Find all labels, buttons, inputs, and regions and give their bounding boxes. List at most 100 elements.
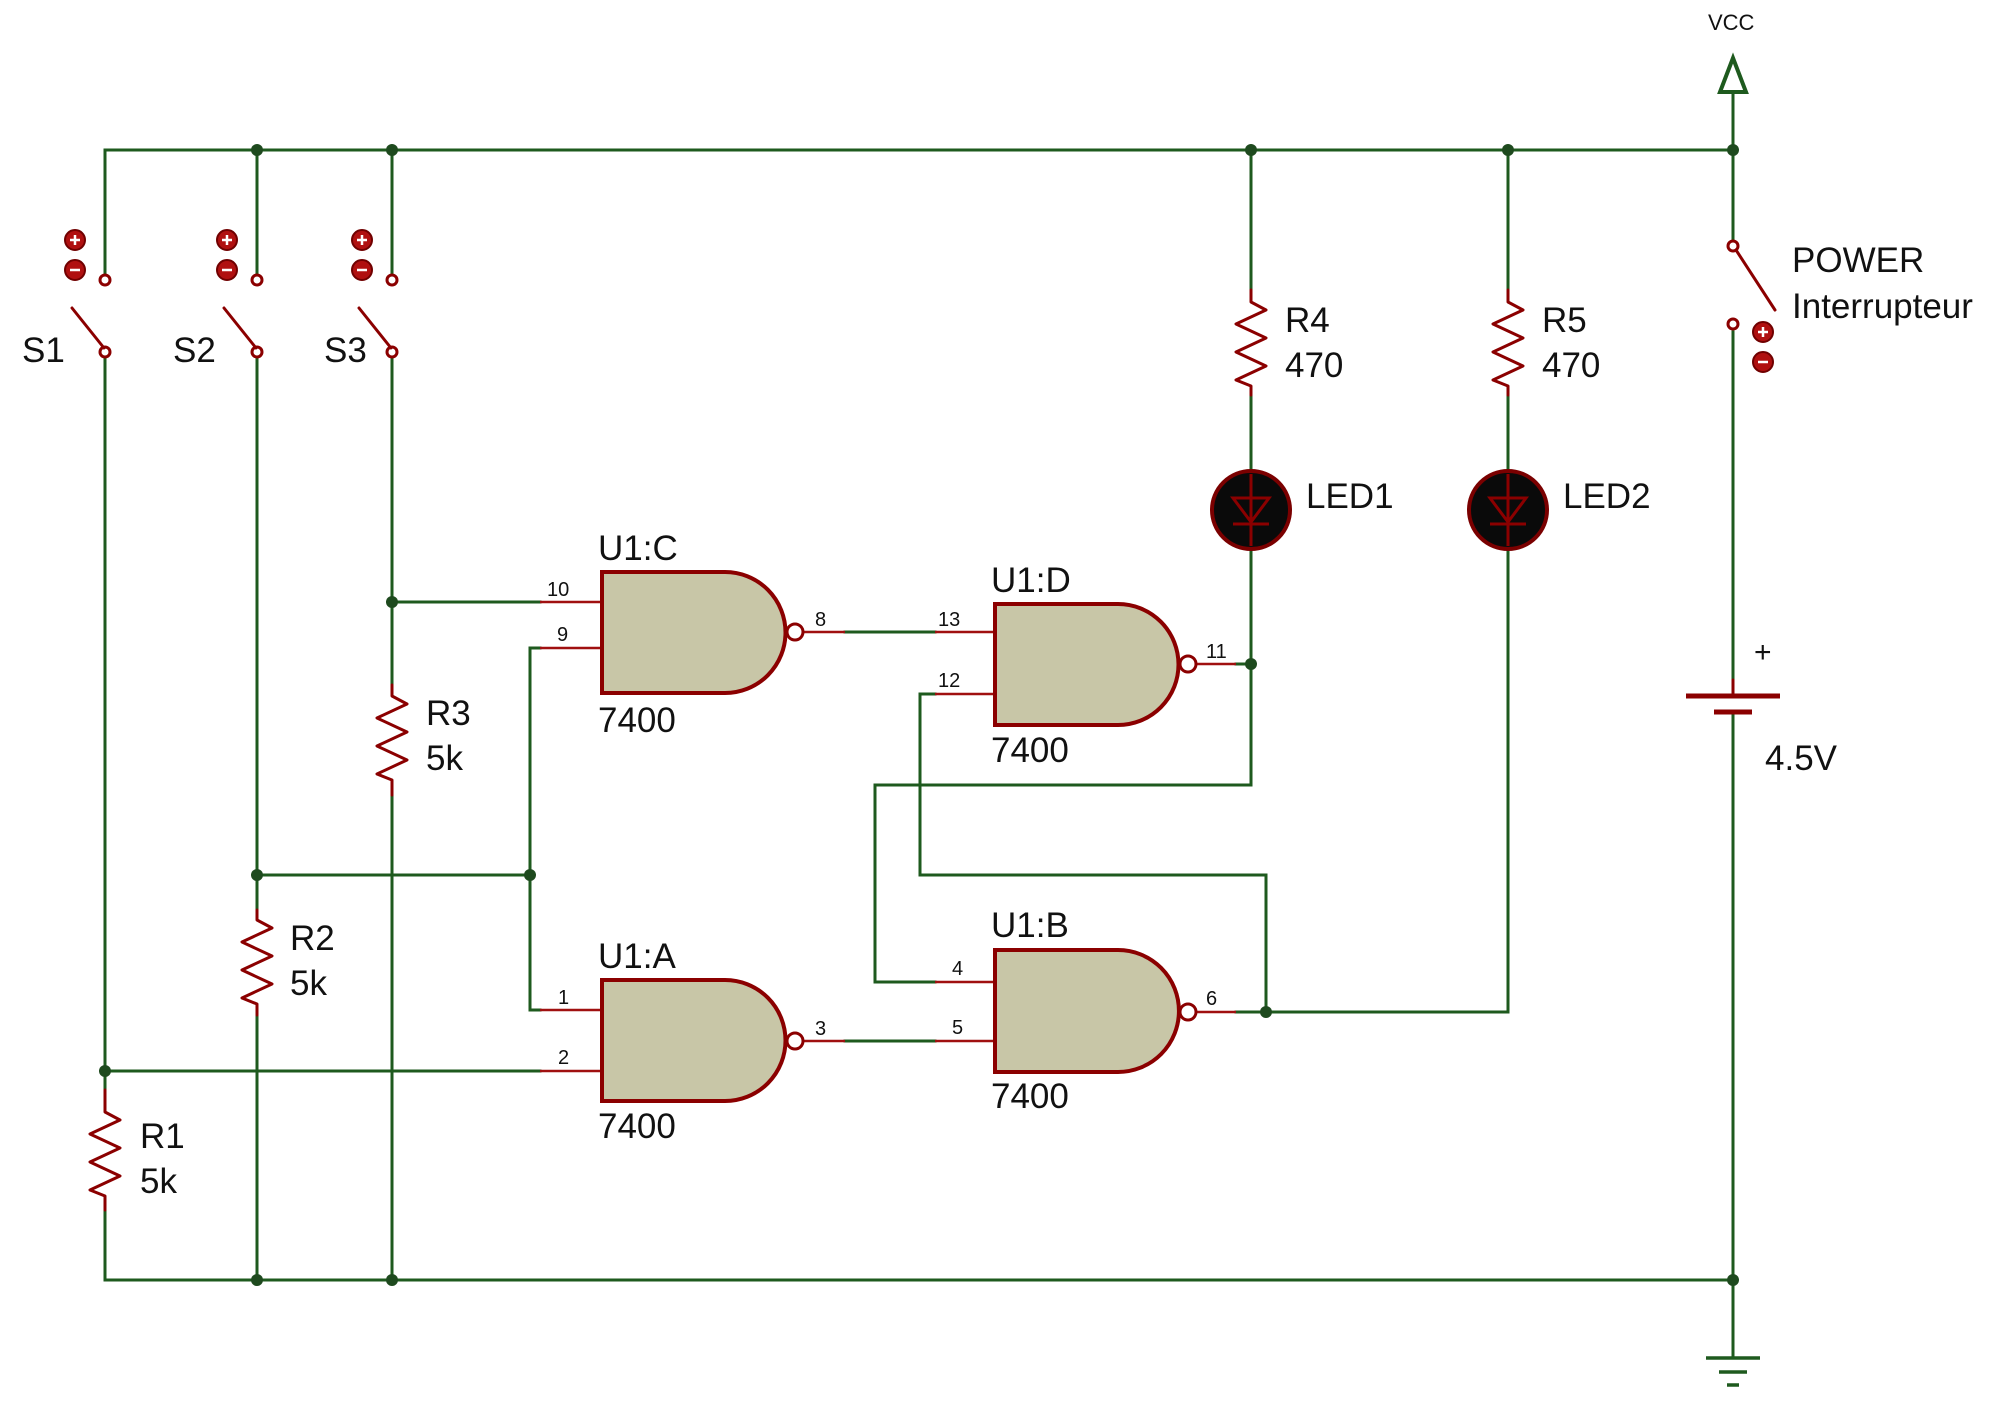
- switch-actuator-icon[interactable]: [216, 229, 238, 281]
- junction-dot: [386, 1274, 398, 1286]
- pin-number: 4: [952, 958, 963, 980]
- switch-actuator-icon[interactable]: [64, 229, 86, 281]
- resistor-r3: R3 5k: [375, 683, 471, 797]
- switch-lever-icon: [357, 306, 393, 350]
- resistor-value: 470: [1542, 346, 1600, 385]
- switch-label: S3: [324, 331, 367, 370]
- ground-symbol: [1706, 1356, 1760, 1387]
- pin-number: 13: [938, 609, 960, 631]
- led-label: LED1: [1306, 477, 1394, 516]
- vcc-arrow-icon: [1717, 52, 1749, 94]
- junction-dot: [386, 144, 398, 156]
- switch-contact-icon: [250, 273, 264, 287]
- junctions: [99, 144, 1739, 1286]
- junction-dot: [99, 1065, 111, 1077]
- power-switch-desc: Interrupteur: [1792, 287, 1973, 326]
- pin-number: 12: [938, 670, 960, 692]
- pin-number: 6: [1206, 988, 1217, 1010]
- nand-bubble-icon: [1178, 654, 1198, 674]
- resistor-value: 470: [1285, 346, 1343, 385]
- pin-number: 3: [815, 1018, 826, 1040]
- net-feedback-to-u1d: [918, 692, 1268, 1014]
- resistor-r5: R5 470: [1491, 288, 1600, 397]
- gate-u1a: U1:A 7400 1 2 3: [540, 937, 845, 1146]
- switch-actuator-icon[interactable]: [351, 229, 373, 281]
- resistor-icon: [375, 683, 409, 797]
- led-2: LED2: [1467, 469, 1651, 551]
- resistor-value: 5k: [290, 964, 327, 1003]
- gate-u1b: U1:B 7400 4 5 6: [935, 906, 1236, 1116]
- junction-dot: [1260, 1006, 1272, 1018]
- resistor-icon: [1234, 288, 1268, 397]
- nand-gate-icon: [993, 948, 1181, 1074]
- vcc-label: VCC: [1708, 10, 1755, 35]
- switch-s3[interactable]: S3: [324, 229, 399, 370]
- diode-icon: [1487, 496, 1529, 525]
- gate-name: U1:A: [598, 937, 676, 976]
- ground-icon: [1706, 1356, 1760, 1387]
- power-switch-name: POWER: [1792, 241, 1924, 280]
- nand-bubble-icon: [785, 622, 805, 642]
- resistor-name: R4: [1285, 301, 1330, 340]
- resistor-icon: [1491, 288, 1525, 397]
- nand-gate-icon: [993, 602, 1181, 727]
- gate-name: U1:C: [598, 529, 678, 568]
- pin-number: 9: [557, 624, 568, 646]
- junction-dot: [251, 1274, 263, 1286]
- resistor-name: R5: [1542, 301, 1587, 340]
- switch-contact-icon: [98, 273, 112, 287]
- junction-dot: [1727, 1274, 1739, 1286]
- nand-gate-icon: [600, 570, 788, 695]
- resistor-r4: R4 470: [1234, 288, 1343, 397]
- gate-part: 7400: [598, 1107, 676, 1146]
- switch-lever-icon: [222, 306, 258, 350]
- junction-dot: [1245, 658, 1257, 670]
- led-1: LED1: [1210, 469, 1394, 551]
- pin-number: 10: [547, 579, 569, 601]
- resistor-name: R2: [290, 919, 335, 958]
- wires: [103, 93, 1735, 1358]
- switch-lever-icon: [70, 306, 106, 350]
- switch-s2[interactable]: S2: [173, 229, 264, 370]
- junction-dot: [1245, 144, 1257, 156]
- resistor-r2: R2 5k: [240, 908, 335, 1017]
- nand-gate-icon: [600, 978, 788, 1103]
- power-switch[interactable]: POWER Interrupteur: [1726, 239, 1973, 373]
- switch-s1[interactable]: S1: [22, 229, 112, 370]
- switch-contact-icon: [385, 273, 399, 287]
- switch-actuator-icon[interactable]: [1752, 321, 1774, 373]
- pin-number: 11: [1206, 641, 1227, 663]
- junction-dot: [251, 144, 263, 156]
- gate-part: 7400: [991, 1077, 1069, 1116]
- pin-number: 8: [815, 609, 826, 631]
- resistor-name: R1: [140, 1117, 185, 1156]
- switch-contact-icon: [1726, 239, 1740, 253]
- switch-label: S1: [22, 331, 65, 370]
- junction-dot: [251, 869, 263, 881]
- battery-polarity: +: [1754, 636, 1772, 669]
- gate-u1d: U1:D 7400 13 12 11: [935, 561, 1236, 770]
- junction-dot: [1502, 144, 1514, 156]
- resistor-value: 5k: [426, 739, 463, 778]
- resistor-r1: R1 5k: [88, 1088, 185, 1212]
- gate-part: 7400: [991, 731, 1069, 770]
- pin-number: 5: [952, 1017, 963, 1039]
- resistor-icon: [240, 908, 274, 1017]
- resistor-name: R3: [426, 694, 471, 733]
- gate-name: U1:B: [991, 906, 1069, 945]
- junction-dot: [524, 869, 536, 881]
- junction-dot: [1727, 144, 1739, 156]
- net-s2-vertical: [528, 646, 542, 1012]
- net-u1b-out: [1234, 548, 1510, 1014]
- nand-bubble-icon: [785, 1031, 805, 1051]
- battery-value: 4.5V: [1765, 739, 1838, 778]
- gate-name: U1:D: [991, 561, 1071, 600]
- gate-part: 7400: [598, 701, 676, 740]
- battery: + 4.5V: [1686, 636, 1838, 778]
- switch-lever-icon: [1734, 248, 1777, 312]
- nand-bubble-icon: [1178, 1002, 1198, 1022]
- vcc-symbol: VCC: [1708, 10, 1755, 94]
- junction-dot: [386, 596, 398, 608]
- pin-number: 2: [558, 1047, 569, 1069]
- gate-u1c: U1:C 7400 10 9 8: [540, 529, 845, 740]
